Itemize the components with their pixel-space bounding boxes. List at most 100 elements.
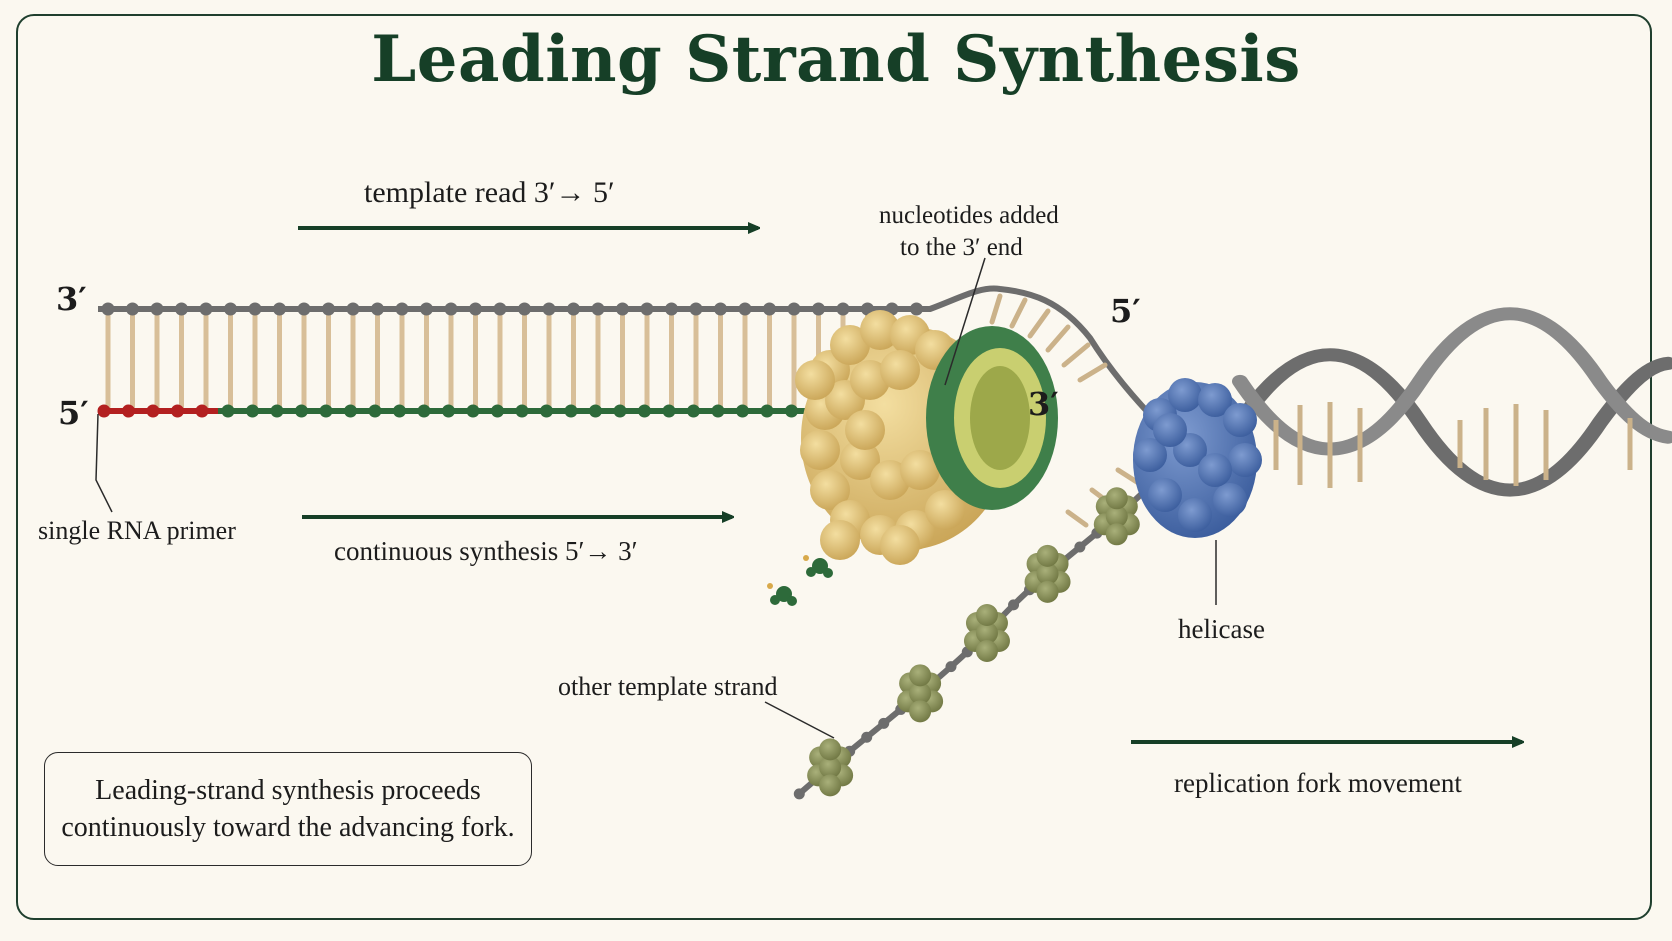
helicase-subunit bbox=[1168, 378, 1202, 412]
new-strand-nucleotide bbox=[442, 404, 455, 418]
other-template-nucleotide bbox=[1074, 541, 1086, 553]
new-strand-nucleotide bbox=[785, 404, 798, 418]
new-strand-nucleotide bbox=[319, 404, 333, 418]
helicase-subunit bbox=[1178, 498, 1212, 532]
replication-fork-movement-label: replication fork movement bbox=[1174, 768, 1462, 798]
helicase-subunit bbox=[1228, 443, 1262, 477]
template-nucleotide bbox=[150, 302, 164, 316]
sliding-clamp bbox=[926, 326, 1058, 510]
primer-nucleotide bbox=[97, 404, 111, 418]
other-template-nucleotide bbox=[793, 788, 805, 800]
template-strand-backbone bbox=[98, 285, 1168, 433]
template-nucleotide bbox=[346, 302, 360, 316]
ssb-protein bbox=[807, 738, 854, 797]
helicase-subunit bbox=[1223, 403, 1257, 437]
new-strand-nucleotide bbox=[638, 404, 651, 418]
other-template-nucleotide bbox=[945, 661, 957, 673]
other-template-nucleotide bbox=[878, 717, 890, 729]
end-marker-3prime-new-strand: 3′ bbox=[1028, 385, 1059, 423]
other-template-leader-line bbox=[764, 701, 835, 739]
new-strand-nucleotide bbox=[246, 404, 259, 418]
template-nucleotide bbox=[493, 302, 507, 316]
template-nucleotide bbox=[126, 302, 139, 316]
template-nucleotide bbox=[199, 302, 213, 316]
parental-double-helix bbox=[1232, 307, 1672, 497]
new-strand-nucleotide bbox=[540, 404, 553, 418]
template-nucleotide bbox=[273, 302, 286, 316]
new-strand-nucleotide bbox=[344, 404, 357, 418]
template-nucleotide bbox=[738, 302, 752, 316]
template-nucleotide bbox=[175, 302, 188, 316]
new-strand-nucleotide bbox=[687, 404, 700, 418]
ssb-protein bbox=[1024, 544, 1071, 603]
new-strand-nucleotide bbox=[393, 404, 406, 418]
template-nucleotide bbox=[322, 302, 335, 316]
other-template-nucleotide bbox=[1008, 599, 1020, 611]
polymerase-subunit bbox=[830, 325, 870, 365]
helicase-subunit bbox=[1133, 438, 1167, 472]
new-strand-nucleotide bbox=[711, 404, 725, 418]
new-strand-nucleotide bbox=[564, 404, 578, 418]
new-strand-nucleotide bbox=[466, 404, 480, 418]
diagram-title: Leading Strand Synthesis bbox=[371, 22, 1301, 97]
summary-caption-text: Leading-strand synthesis proceeds contin… bbox=[61, 775, 515, 843]
template-nucleotide bbox=[297, 302, 311, 316]
helicase-enzyme bbox=[1133, 378, 1262, 538]
template-nucleotide bbox=[689, 302, 703, 316]
primer-leader-line bbox=[95, 413, 113, 513]
ssb-protein bbox=[963, 604, 1010, 663]
polymerase-subunit bbox=[880, 350, 920, 390]
helicase-subunit bbox=[1213, 483, 1247, 517]
continuous-synthesis-label: continuous synthesis 5′→ 3′ bbox=[334, 536, 638, 566]
single-rna-primer-label: single RNA primer bbox=[38, 516, 236, 545]
nucleotides-leader-line bbox=[944, 257, 986, 386]
template-nucleotide bbox=[248, 302, 262, 316]
template-nucleotide bbox=[444, 302, 458, 316]
primer-nucleotide bbox=[171, 404, 184, 418]
template-nucleotide bbox=[567, 302, 580, 316]
polymerase-subunit bbox=[820, 520, 860, 560]
template-nucleotide bbox=[616, 302, 629, 316]
nucleotides-added-label-line2: to the 3′ end bbox=[900, 234, 1023, 261]
new-strand-nucleotide bbox=[515, 404, 529, 418]
template-nucleotide bbox=[591, 302, 605, 316]
other-template-strand-label: other template strand bbox=[558, 672, 778, 701]
end-marker-5prime-primer: 5′ bbox=[58, 394, 89, 432]
diagram-frame bbox=[16, 14, 1652, 920]
new-strand-nucleotide bbox=[221, 404, 235, 418]
polymerase-subunit bbox=[860, 310, 900, 350]
rna-primer-nucleotides bbox=[97, 404, 209, 418]
polymerase-subunit bbox=[810, 470, 850, 510]
end-marker-5prime-fork: 5′ bbox=[1110, 292, 1141, 330]
base-pair-rungs bbox=[105, 312, 870, 408]
template-nucleotide bbox=[812, 302, 825, 316]
primer-nucleotide bbox=[195, 404, 209, 418]
new-strand-nucleotide bbox=[760, 404, 774, 418]
summary-caption-box: Leading-strand synthesis proceeds contin… bbox=[44, 752, 532, 866]
polymerase-subunit bbox=[795, 360, 835, 400]
new-strand-nucleotide bbox=[270, 404, 284, 418]
template-nucleotide bbox=[714, 302, 727, 316]
template-nucleotide bbox=[101, 302, 115, 316]
other-template-nucleotide bbox=[861, 731, 873, 743]
helicase-subunit bbox=[1153, 413, 1187, 447]
template-nucleotide bbox=[861, 302, 874, 316]
primer-nucleotide bbox=[146, 404, 160, 418]
helicase-subunit bbox=[1198, 383, 1232, 417]
polymerase-subunit bbox=[800, 430, 840, 470]
ssb-protein bbox=[897, 664, 944, 723]
helicase-label: helicase bbox=[1178, 614, 1265, 644]
primer-nucleotide bbox=[122, 404, 135, 418]
single-strand-binding-proteins bbox=[807, 487, 1140, 797]
polymerase-subunit bbox=[925, 490, 965, 530]
new-strand-nucleotide bbox=[417, 404, 431, 418]
new-strand-nucleotide bbox=[491, 404, 504, 418]
helicase-subunit bbox=[1148, 478, 1182, 512]
template-nucleotide bbox=[542, 302, 556, 316]
nucleotides-added-label-line1: nucleotides added bbox=[879, 202, 1059, 229]
polymerase-subunit bbox=[845, 410, 885, 450]
new-strand-nucleotide bbox=[662, 404, 676, 418]
new-strand-nucleotide bbox=[368, 404, 382, 418]
template-nucleotide bbox=[763, 302, 776, 316]
